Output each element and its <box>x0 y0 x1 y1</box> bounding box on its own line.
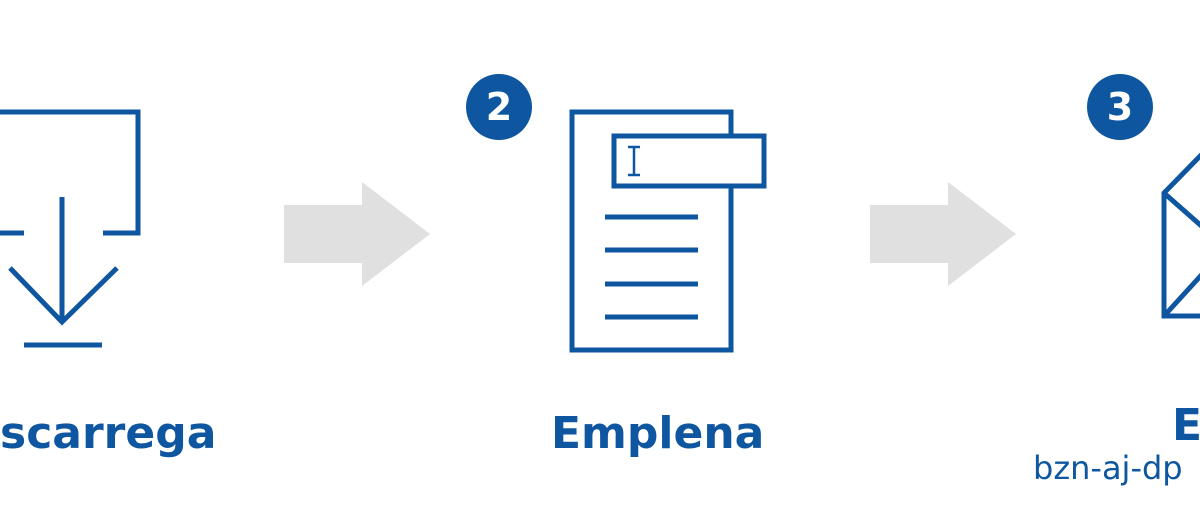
step-number-badge: 3 <box>1087 74 1153 140</box>
form-document-icon <box>569 109 767 353</box>
arrow-right-icon <box>284 182 430 286</box>
download-icon <box>0 109 141 348</box>
step-send-subtitle: bzn-aj-dp <box>1033 449 1183 487</box>
step-fill-title: Emplena <box>551 408 765 459</box>
text-cursor-icon <box>628 145 640 177</box>
step-download-title: scarrega <box>0 408 217 459</box>
step-send-title: E <box>1172 400 1200 451</box>
arrow-right-icon <box>870 182 1016 286</box>
envelope-icon <box>1161 152 1200 319</box>
step-number-badge: 2 <box>466 74 532 140</box>
